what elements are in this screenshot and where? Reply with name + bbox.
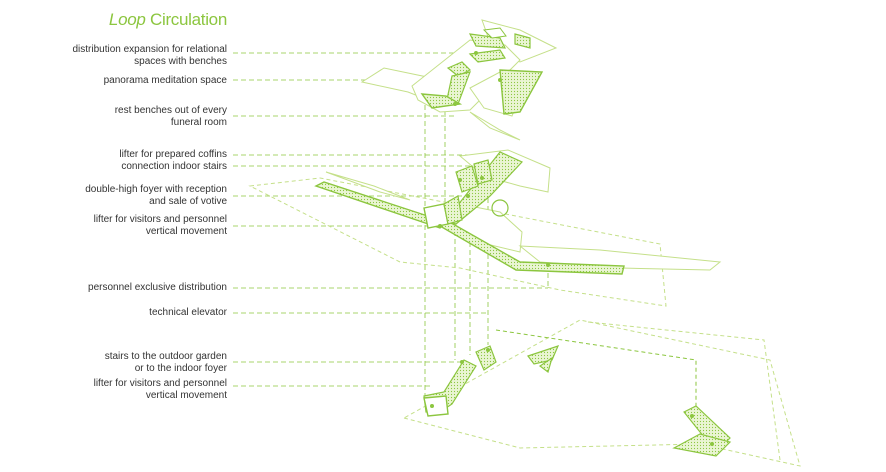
label-lifter-coffins: lifter for prepared coffins: [119, 149, 227, 160]
label-technical-elevator: technical elevator: [149, 307, 227, 318]
label-personnel-distribution: personnel exclusive distribution: [88, 282, 227, 293]
title-rest: Circulation: [149, 10, 227, 29]
label-panorama-meditation: panorama meditation space: [103, 75, 227, 86]
leader-lines: [233, 52, 548, 387]
vertical-connectors: [424, 105, 549, 405]
diagram-title: Loop Circulation: [109, 10, 227, 30]
upper-level: [360, 19, 558, 141]
title-emphasis: Loop: [108, 10, 146, 29]
anchor-dots: [430, 51, 714, 446]
lower-level: [402, 319, 801, 467]
middle-level: [248, 149, 722, 307]
label-connection-stairs: connection indoor stairs: [121, 161, 227, 172]
